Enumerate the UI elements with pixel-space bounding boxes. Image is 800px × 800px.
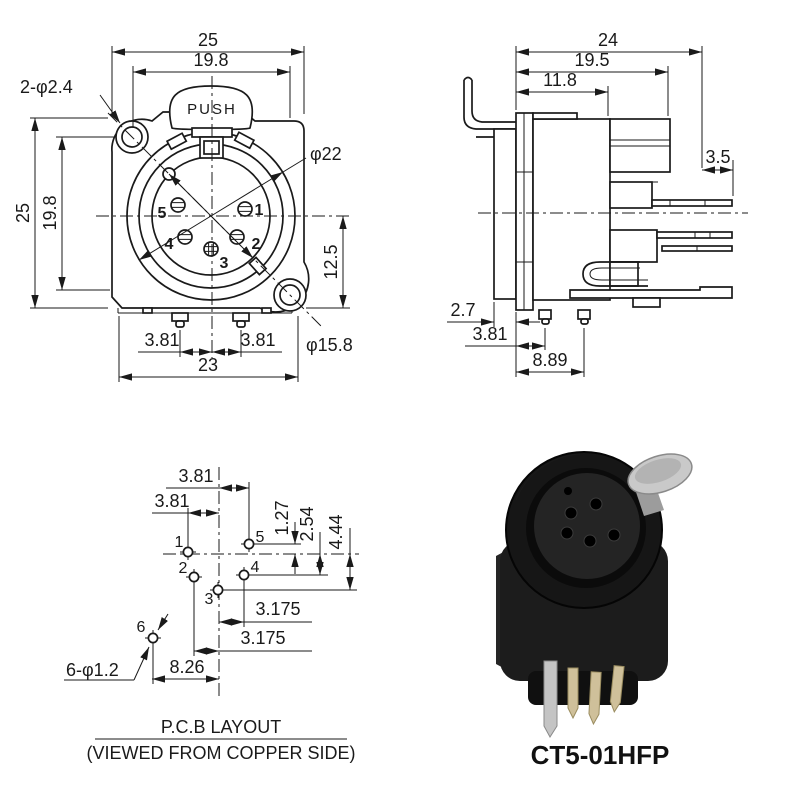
pcb-subtitle: (VIEWED FROM COPPER SIDE) xyxy=(86,743,355,763)
bent-leg-inner xyxy=(589,267,648,281)
push-label: PUSH xyxy=(187,101,237,118)
svg-text:11.8: 11.8 xyxy=(543,70,577,90)
svg-text:2.54: 2.54 xyxy=(297,506,317,541)
pad-3-label: 3 xyxy=(205,591,214,608)
product-photo xyxy=(496,451,693,738)
pad-6 xyxy=(145,630,161,646)
pad-2 xyxy=(186,569,202,585)
svg-text:φ22: φ22 xyxy=(310,144,342,164)
bent-leg-outer xyxy=(582,261,648,287)
svg-text:3.81: 3.81 xyxy=(178,466,213,486)
pad-2-label: 2 xyxy=(179,560,188,577)
svg-text:23: 23 xyxy=(198,355,218,375)
front-bottom-tabs xyxy=(171,312,250,328)
side-bottom-pegs xyxy=(538,309,591,325)
dim-row-up: 1.27 xyxy=(272,500,299,574)
pcb-layout: 1 2 3 4 5 6 3.81 3.81 1.27 xyxy=(64,466,359,763)
front-pins: 5 1 4 2 3 xyxy=(158,197,264,272)
dim-col-right: 3.81 xyxy=(166,466,249,492)
dim-inner-dia: φ15.8 xyxy=(168,173,353,355)
pad-4 xyxy=(236,567,252,583)
side-pins xyxy=(651,199,733,252)
svg-text:3.81: 3.81 xyxy=(472,324,507,344)
dim-pin-tip: 3.5 xyxy=(702,147,734,196)
pad-1 xyxy=(180,544,196,560)
svg-text:φ15.8: φ15.8 xyxy=(306,335,353,355)
dim-pin-a-offset: 3.81 xyxy=(465,324,546,350)
side-view: 24 19.5 11.8 3.5 2.7 xyxy=(447,30,748,377)
photo-keyway xyxy=(564,487,572,495)
product-model: CT5-01HFP xyxy=(531,740,670,770)
dim-mount-holes: 2-φ2.4 xyxy=(20,77,121,124)
panel-bracket xyxy=(463,76,516,138)
dim-col-p6: 8.26 xyxy=(152,657,219,683)
pad-3 xyxy=(210,582,226,598)
pad-5 xyxy=(241,536,257,552)
svg-text:2.7: 2.7 xyxy=(450,300,475,320)
dim-center-to-bottom: 12.5 xyxy=(306,216,350,309)
svg-text:19.5: 19.5 xyxy=(574,50,609,70)
dim-hole-span-v: 19.8 xyxy=(40,136,114,291)
dim-hole-note: 6-φ1.2 xyxy=(64,613,169,681)
dim-col-p2: 3.175 xyxy=(194,628,312,655)
dim-col-left: 3.81 xyxy=(152,491,219,517)
svg-text:3.81: 3.81 xyxy=(144,330,179,350)
pin-3-label: 3 xyxy=(220,255,229,272)
svg-text:2-φ2.4: 2-φ2.4 xyxy=(20,77,73,97)
photo-contact-holes xyxy=(560,497,621,548)
svg-text:4.44: 4.44 xyxy=(326,514,346,549)
pcb-centerlines xyxy=(163,467,359,697)
svg-text:8.26: 8.26 xyxy=(169,657,204,677)
pcb-pads xyxy=(145,536,257,646)
svg-text:1.27: 1.27 xyxy=(272,500,292,535)
dim-hole-span-h: 19.8 xyxy=(132,50,291,128)
svg-text:3.81: 3.81 xyxy=(154,491,189,511)
svg-text:25: 25 xyxy=(13,203,33,223)
svg-text:3.175: 3.175 xyxy=(240,628,285,648)
side-body xyxy=(532,118,611,301)
svg-text:6-φ1.2: 6-φ1.2 xyxy=(66,660,119,680)
photo-ground-pin xyxy=(543,660,558,738)
pin-1-label: 1 xyxy=(255,202,264,219)
pin-3 xyxy=(203,241,219,257)
pad-5-label: 5 xyxy=(256,529,265,546)
svg-text:19.8: 19.8 xyxy=(40,195,60,230)
dim-overall-width: 25 xyxy=(111,30,305,114)
pin-2-label: 2 xyxy=(252,236,261,253)
photo-face xyxy=(534,473,640,579)
dim-body-depth: 19.5 xyxy=(516,50,669,116)
dim-tab-offsets: 3.81 3.81 xyxy=(138,330,282,357)
svg-text:12.5: 12.5 xyxy=(321,244,341,279)
svg-text:3.5: 3.5 xyxy=(705,147,730,167)
pin-1 xyxy=(237,201,253,217)
svg-text:8.89: 8.89 xyxy=(532,350,567,370)
svg-text:3.175: 3.175 xyxy=(255,599,300,619)
dim-row-low: 4.44 xyxy=(326,514,354,590)
pin-2 xyxy=(229,229,245,245)
svg-text:3.81: 3.81 xyxy=(240,330,275,350)
dim-overall-depth: 24 xyxy=(515,30,703,168)
dim-row-mid: 2.54 xyxy=(297,506,324,575)
pin-4-label: 4 xyxy=(165,236,174,253)
pcb-title: P.C.B LAYOUT xyxy=(161,717,281,737)
pin-5 xyxy=(170,197,186,213)
polarizing-bump xyxy=(248,256,268,276)
pad-6-label: 6 xyxy=(137,619,146,636)
photo-gold-pins xyxy=(567,665,625,726)
svg-text:19.8: 19.8 xyxy=(193,50,228,70)
dim-col-p4: 3.175 xyxy=(219,599,312,626)
dim-outer-dia: φ22 xyxy=(138,144,342,261)
dim-overall-height: 25 xyxy=(13,117,108,309)
dim-bottom-width: 23 xyxy=(118,316,299,382)
svg-text:25: 25 xyxy=(198,30,218,50)
front-view: PUSH 5 1 4 2 3 φ22 xyxy=(13,30,353,382)
dim-pin-b-offset: 8.89 xyxy=(516,328,585,377)
pin-5-label: 5 xyxy=(158,205,167,222)
mount-foot xyxy=(569,286,733,299)
svg-text:24: 24 xyxy=(598,30,618,50)
pad-4-label: 4 xyxy=(251,559,260,576)
pad-1-label: 1 xyxy=(175,534,184,551)
dim-front-depth: 11.8 xyxy=(516,70,609,116)
